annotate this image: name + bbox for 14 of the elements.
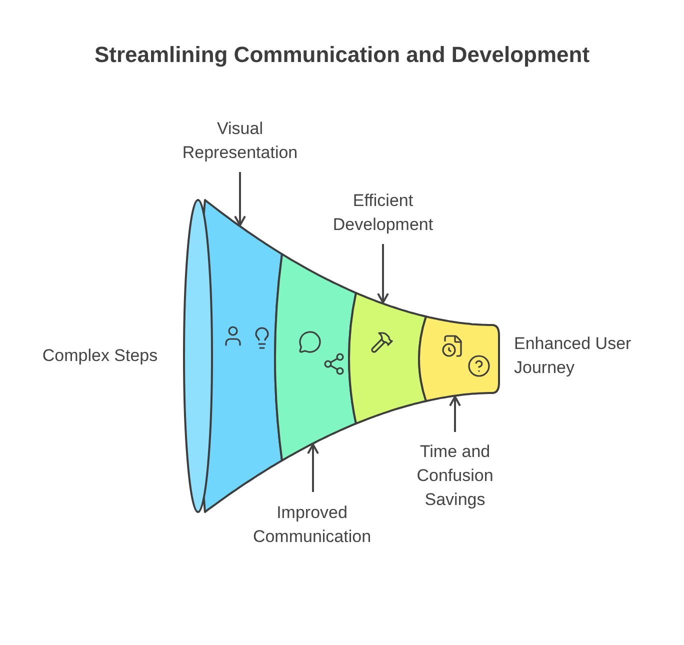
callout-text: Improved Communication <box>232 500 392 550</box>
funnel-segment <box>274 253 357 462</box>
funnel-segment <box>348 292 427 425</box>
stage-label: Enhanced User Journey <box>514 333 632 379</box>
arrow <box>377 244 389 304</box>
arrow <box>307 443 319 492</box>
callout-text: Efficient Development <box>308 188 458 238</box>
arrow <box>449 396 461 432</box>
arrow <box>234 172 246 226</box>
stage-label: Complex Steps <box>41 345 159 367</box>
callout-text: Time and Confusion Savings <box>390 440 520 512</box>
callout-text: Visual Representation <box>160 116 320 166</box>
funnel-segment <box>418 316 500 402</box>
title: Streamlining Communication and Development <box>93 41 591 69</box>
